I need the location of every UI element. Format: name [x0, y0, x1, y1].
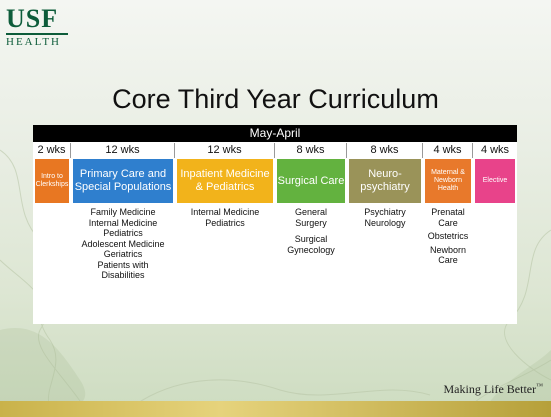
- trademark-mark: ™: [536, 382, 543, 390]
- rotation-block-inpatient: Inpatient Medicine & Pediatrics: [177, 159, 273, 203]
- logo-health-text: HEALTH: [6, 33, 68, 48]
- period-header: May-April: [33, 125, 517, 142]
- list-item: Geriatrics: [103, 249, 143, 259]
- weeks-cell: 12 wks: [175, 143, 275, 158]
- weeks-cell: 8 wks: [347, 143, 423, 158]
- list-item: Surgical Gynecology: [287, 234, 335, 255]
- list-item: Pediatrics: [103, 228, 143, 238]
- list-item: Obstetrics: [427, 231, 469, 241]
- tagline: Making Life Better™: [443, 382, 543, 397]
- neuropsychiatry-list: Psychiatry Neurology: [349, 207, 421, 228]
- list-item: Pediatrics: [205, 217, 245, 228]
- list-item: Prenatal Care: [431, 207, 465, 228]
- usf-health-logo: USF HEALTH: [6, 6, 76, 48]
- weeks-cell: 12 wks: [71, 143, 175, 158]
- rotation-block-primary-care: Primary Care and Special Populations: [73, 159, 173, 203]
- rotation-block-neuropsychiatry: Neuro-psychiatry: [349, 159, 421, 203]
- curriculum-table: May-April 2 wks 12 wks 12 wks 8 wks 8 wk…: [33, 125, 517, 324]
- weeks-cell: 4 wks: [423, 143, 473, 158]
- list-item: Neurology: [364, 217, 406, 228]
- slide-title: Core Third Year Curriculum: [112, 84, 439, 114]
- primary-care-list: Family Medicine Internal Medicine Pediat…: [73, 207, 173, 281]
- weeks-cell: 8 wks: [275, 143, 347, 158]
- rotation-block-maternal: Maternal & Newborn Health: [425, 159, 471, 203]
- rotation-block-surgical: Surgical Care: [277, 159, 345, 203]
- footer-gold-bar: [0, 401, 551, 417]
- list-item: Family Medicine: [90, 207, 156, 217]
- weeks-cell: 4 wks: [480, 144, 510, 156]
- rotation-block-intro: Intro to Clerkships: [35, 159, 69, 203]
- weeks-cell: 2 wks: [33, 143, 71, 158]
- maternal-list: Prenatal Care Obstetrics Newborn Care: [425, 207, 471, 266]
- inpatient-list: Internal Medicine Pediatrics: [177, 207, 273, 228]
- list-item: Psychiatry: [364, 207, 406, 217]
- rotation-blocks-row: Intro to Clerkships Primary Care and Spe…: [33, 159, 517, 203]
- list-item: Internal Medicine: [88, 217, 158, 228]
- list-item: Internal Medicine: [190, 207, 260, 217]
- list-item: Newborn Care: [429, 244, 467, 266]
- logo-usf-text: USF: [6, 4, 59, 33]
- list-item: Disabilities: [101, 270, 145, 280]
- weeks-row: 2 wks 12 wks 12 wks 8 wks 8 wks 4 wks 4 …: [33, 143, 517, 158]
- list-item: Patients with: [97, 259, 149, 270]
- list-item: General Surgery: [294, 207, 328, 228]
- list-item: Adolescent Medicine: [81, 238, 165, 249]
- surgical-list: General Surgery Surgical Gynecology: [277, 207, 345, 255]
- tagline-text: Making Life Better: [443, 382, 537, 396]
- rotation-block-elective: Elective: [475, 159, 515, 203]
